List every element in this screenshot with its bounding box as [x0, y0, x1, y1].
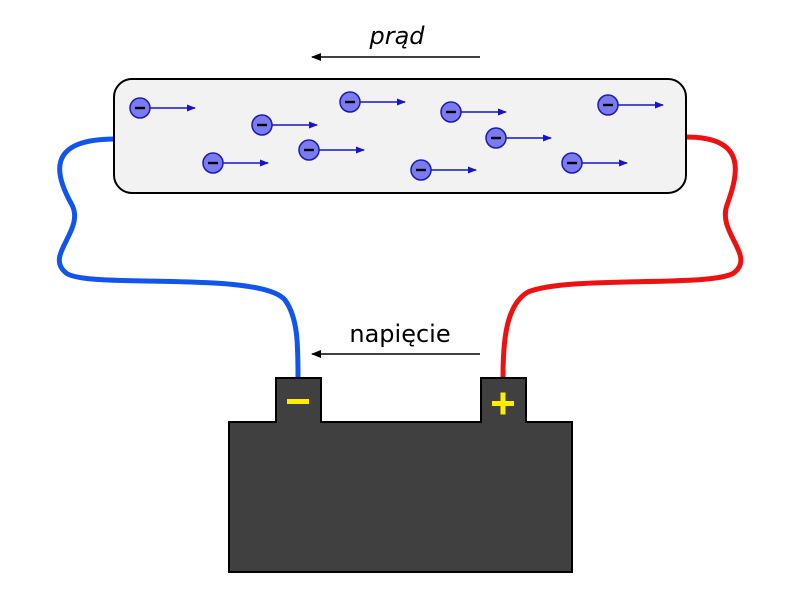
electron	[339, 91, 406, 113]
electron-minus-icon	[257, 123, 267, 127]
conductor	[113, 78, 687, 194]
electron-minus-icon	[135, 106, 145, 110]
electron-minus-icon	[208, 161, 218, 165]
positive-terminal	[480, 377, 527, 427]
battery	[228, 377, 573, 573]
electron-minus-icon	[491, 136, 501, 140]
positive-wire	[500, 134, 744, 381]
electron-minus-icon	[345, 100, 355, 104]
electron	[410, 159, 477, 181]
electron	[202, 152, 269, 174]
electron	[298, 139, 365, 161]
electron-minus-icon	[416, 168, 426, 172]
electron-minus-icon	[603, 103, 613, 107]
electrons	[129, 91, 664, 181]
electron	[129, 97, 196, 119]
battery-body	[228, 421, 573, 573]
electron	[251, 114, 318, 136]
electron-minus-icon	[567, 161, 577, 165]
negative-terminal	[275, 377, 322, 427]
electron	[597, 94, 664, 116]
electron-minus-icon	[304, 148, 314, 152]
negative-wire	[56, 136, 301, 381]
electron	[485, 127, 552, 149]
electron	[561, 152, 628, 174]
electron	[440, 101, 507, 123]
positive-symbol	[492, 392, 514, 415]
electron-minus-icon	[446, 110, 456, 114]
current-label: prąd	[368, 22, 425, 50]
voltage-label: napięcie	[349, 320, 450, 348]
negative-symbol	[287, 399, 309, 404]
